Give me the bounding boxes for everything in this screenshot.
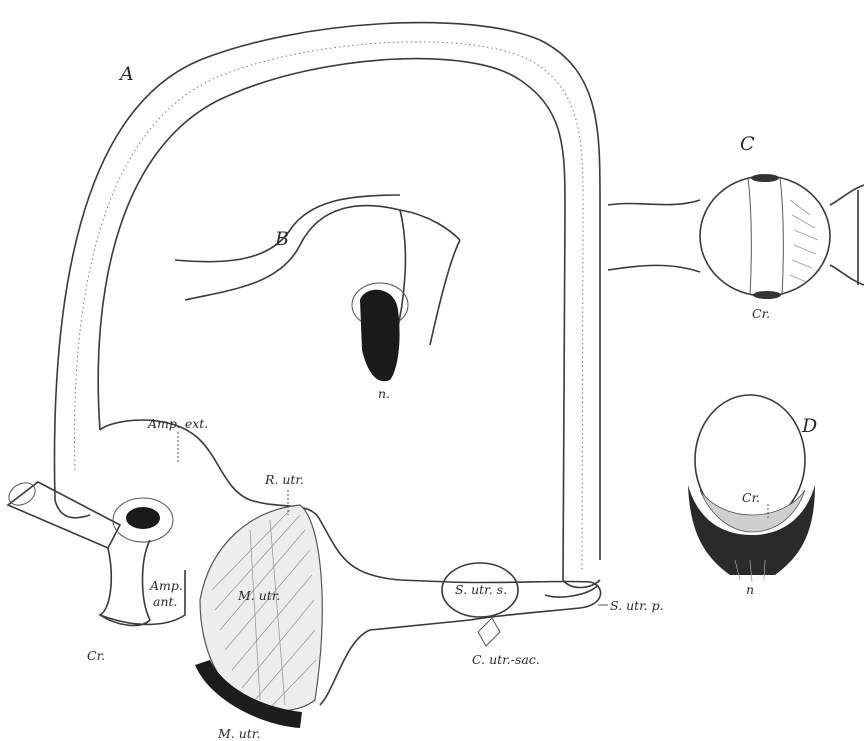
label-panel-d: D xyxy=(801,415,817,437)
panel-d-drawing xyxy=(688,395,815,582)
label-cr-d: Cr. xyxy=(742,490,760,505)
label-amp-ext: Amp. ext. xyxy=(147,416,208,431)
label-s-utr-p: S. utr. p. xyxy=(610,598,664,613)
label-n-d: n xyxy=(746,582,754,597)
label-panel-c: C xyxy=(740,133,755,155)
label-panel-a: A xyxy=(118,63,134,85)
panel-c-drawing xyxy=(608,174,864,299)
label-m-utr-large: M. utr. xyxy=(237,588,280,603)
label-n-b: n. xyxy=(378,386,390,401)
panel-b-dark-mass xyxy=(360,290,400,381)
label-s-utr-s: S. utr. s. xyxy=(455,582,507,597)
ampulla-nerve-patch xyxy=(126,507,160,529)
label-r-utr: R. utr. xyxy=(264,472,304,487)
label-amp-ant-line2: ant. xyxy=(153,594,178,609)
label-amp-ant-line1: Amp. xyxy=(149,578,183,593)
label-panel-b: B xyxy=(274,228,289,250)
label-m-utr-bottom: M. utr. xyxy=(217,726,260,741)
label-c-utr-sac: C. utr.-sac. xyxy=(472,652,540,667)
panel-a-drawing xyxy=(5,23,608,728)
label-cr-c: Cr. xyxy=(752,306,770,321)
panel-b-drawing xyxy=(175,195,460,381)
label-cr-a: Cr. xyxy=(87,648,105,663)
